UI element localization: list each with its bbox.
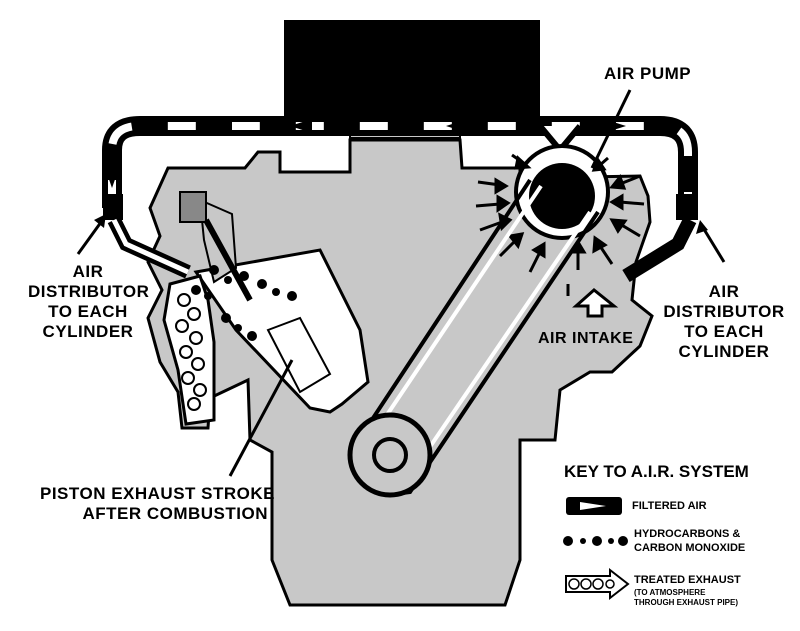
right-distributor-block bbox=[676, 194, 698, 220]
engine-block bbox=[146, 138, 654, 607]
left-distributor-line-1: AIR bbox=[72, 262, 104, 281]
key-hydrocarbons-symbol bbox=[563, 536, 628, 546]
left-distributor-label: AIR DISTRIBUTOR TO EACH CYLINDER bbox=[28, 262, 150, 342]
piston-line-1: PISTON EXHAUST STROKE bbox=[40, 484, 275, 503]
air-pump-leader bbox=[590, 89, 632, 169]
piston-leader bbox=[228, 359, 294, 477]
left-distributor-block bbox=[103, 194, 123, 220]
left-distributor-line-3: TO EACH bbox=[48, 302, 128, 322]
valve-spring bbox=[179, 191, 207, 223]
key-hydrocarbons-label: HYDROCARBONS & CARBON MONOXIDE bbox=[634, 528, 745, 556]
key-filtered-air-label: FILTERED AIR bbox=[632, 500, 707, 512]
intake-arrows bbox=[475, 153, 645, 273]
piston-label: PISTON EXHAUST STROKE AFTER COMBUSTION bbox=[40, 484, 275, 524]
key-treated-exhaust-note-1: (TO ATMOSPHERE bbox=[634, 587, 706, 597]
piston-line-2: AFTER COMBUSTION bbox=[82, 504, 268, 524]
left-distributor-line-2: DISTRIBUTOR bbox=[28, 282, 150, 302]
key-treated-exhaust-label: TREATED EXHAUST (TO ATMOSPHERE THROUGH E… bbox=[634, 574, 741, 608]
right-distributor-line-4: CYLINDER bbox=[678, 342, 770, 362]
key-hydrocarbons-line-1: HYDROCARBONS & bbox=[634, 528, 741, 540]
right-distributor-line-3: TO EACH bbox=[684, 322, 764, 342]
right-distributor-arrowhead bbox=[696, 220, 708, 234]
left-injector-pipe-inner bbox=[111, 218, 190, 275]
right-distributor-label: AIR DISTRIBUTOR TO EACH CYLINDER bbox=[662, 282, 786, 362]
crank-hub bbox=[372, 437, 408, 473]
key-treated-exhaust-line-1: TREATED EXHAUST bbox=[634, 574, 741, 586]
key-hydrocarbons-line-2: CARBON MONOXIDE bbox=[634, 541, 746, 554]
valve-stem bbox=[203, 218, 253, 302]
key-title: KEY TO A.I.R. SYSTEM bbox=[564, 462, 749, 481]
air-intake-arrow bbox=[572, 288, 619, 318]
right-distributor-line-2: DISTRIBUTOR bbox=[663, 302, 785, 322]
left-distributor-arrowhead bbox=[94, 214, 106, 228]
treated-exhaust-circles bbox=[175, 293, 207, 411]
piston bbox=[266, 316, 332, 394]
air-manifold-inner bbox=[108, 122, 692, 208]
left-distributor-line-4: CYLINDER bbox=[42, 322, 134, 342]
right-injector-pipe bbox=[622, 216, 697, 282]
key-treated-exhaust-note-2: THROUGH EXHAUST PIPE) bbox=[634, 597, 739, 607]
hydrocarbon-dots bbox=[191, 265, 297, 341]
key-treated-exhaust-symbol bbox=[565, 567, 630, 601]
right-distributor-leader bbox=[700, 225, 726, 263]
air-pump-label: AIR PUMP bbox=[604, 64, 692, 83]
right-distributor-line-1: AIR bbox=[708, 282, 740, 301]
air-intake-label: AIR INTAKE bbox=[538, 330, 634, 347]
air-cleaner bbox=[284, 20, 540, 116]
air-pump-rotor bbox=[529, 163, 595, 229]
key-filtered-air-symbol bbox=[566, 497, 622, 515]
